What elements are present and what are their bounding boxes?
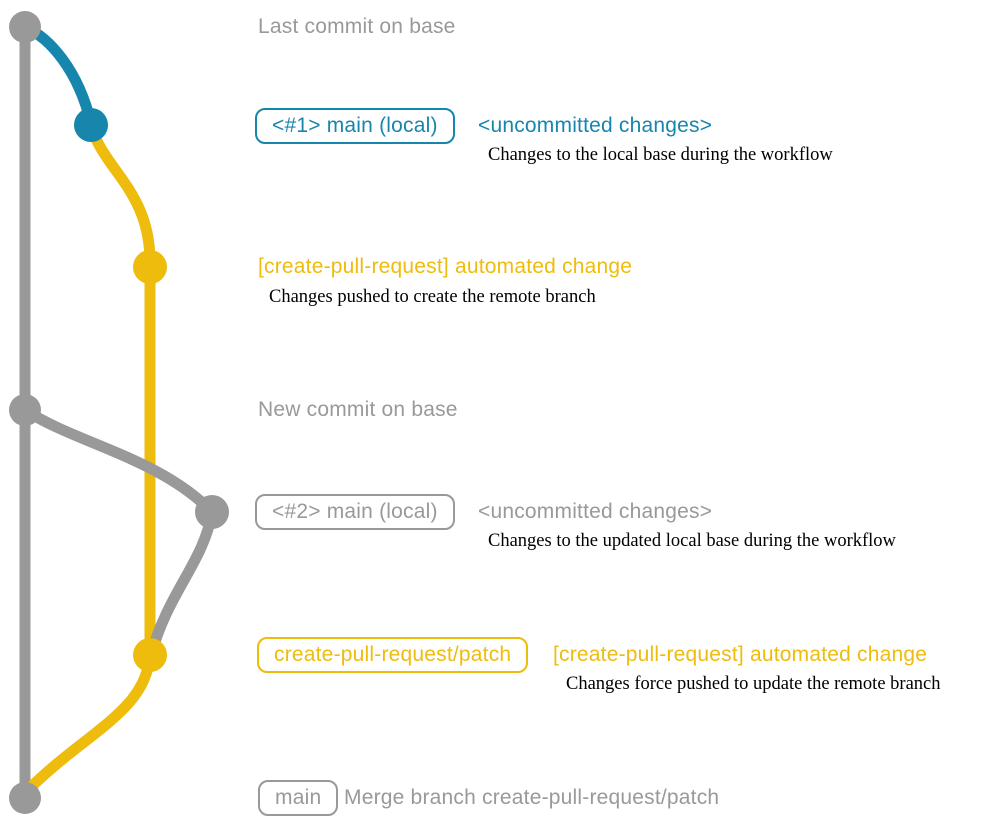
commit-last-on-base [9,11,41,43]
commit-automated-2 [133,638,167,672]
commit-local-main-1 [74,108,108,142]
local2-to-patch-curve [145,511,218,657]
note-force-push-update-remote-branch: Changes force pushed to update the remot… [566,674,941,694]
commit-new-on-base [9,394,41,426]
label-merge-branch: Merge branch create-pull-request/patch [344,786,720,809]
label-uncommitted-changes-1: <uncommitted changes> [478,114,713,137]
label-uncommitted-changes-2: <uncommitted changes> [478,500,713,523]
label-automated-change-1: [create-pull-request] automated change [258,255,633,278]
patch-branch-line [85,123,156,655]
branch-badge-main: main [258,780,339,816]
newbase-to-local2-curve [21,405,216,516]
label-new-commit-on-base: New commit on base [258,398,458,421]
commit-local-main-2 [195,495,229,529]
patch-merge-curve [21,654,156,797]
branch-badge-main-local-2: <#2> main (local) [255,494,455,530]
note-push-create-remote-branch: Changes pushed to create the remote bran… [269,287,596,307]
commit-automated-1 [133,250,167,284]
branch-badge-main-local-1: <#1> main (local) [255,108,455,144]
note-local-base-changes-1: Changes to the local base during the wor… [488,145,833,165]
note-updated-local-base-changes: Changes to the updated local base during… [488,531,896,551]
label-automated-change-2: [create-pull-request] automated change [553,643,928,666]
branch-badge-create-pull-request-patch: create-pull-request/patch [257,637,529,673]
commit-merge [9,782,41,814]
base-to-local1-curve [22,21,97,125]
label-last-commit-on-base: Last commit on base [258,15,456,38]
